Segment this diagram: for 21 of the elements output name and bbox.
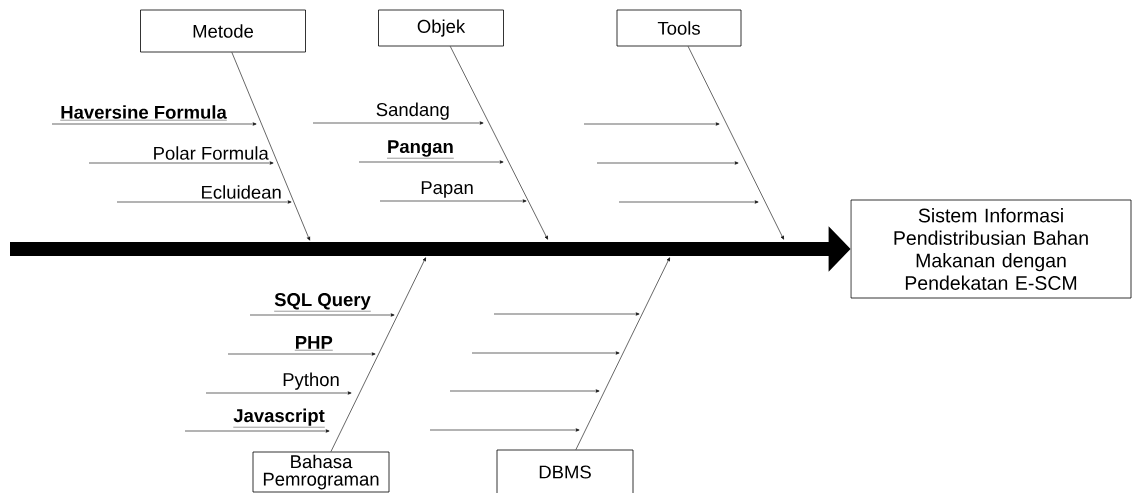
cause-label: PHP (294, 336, 333, 351)
cause-label: Ecluidean (202, 185, 281, 199)
category-box: Metode (140, 9, 306, 53)
cause-label: Pangan (386, 140, 454, 159)
bone-arrow (575, 257, 670, 450)
cause-label: SQL Query (273, 293, 371, 312)
effect-box: Sistem Informasi Pendistribusian Bahan Makanan dengan Pendekatan E-SCM (850, 199, 1132, 299)
bone-arrow (687, 46, 784, 240)
cause-label: Haversine Formula (60, 105, 227, 121)
cause-label: Sandang (376, 102, 449, 120)
cause-label: Papan (421, 181, 473, 198)
cause-label: Python (283, 372, 339, 390)
bone-arrow (231, 52, 310, 241)
bone-arrow (450, 46, 548, 240)
cause-label: Polar Formula (154, 146, 269, 160)
cause-label: Javascript (233, 408, 325, 428)
category-box: Bahasa Pemrograman (252, 451, 390, 493)
bone-arrow (330, 257, 426, 452)
category-box: DBMS (496, 449, 634, 493)
category-box: Tools (616, 9, 742, 47)
category-box: Objek (378, 9, 504, 47)
